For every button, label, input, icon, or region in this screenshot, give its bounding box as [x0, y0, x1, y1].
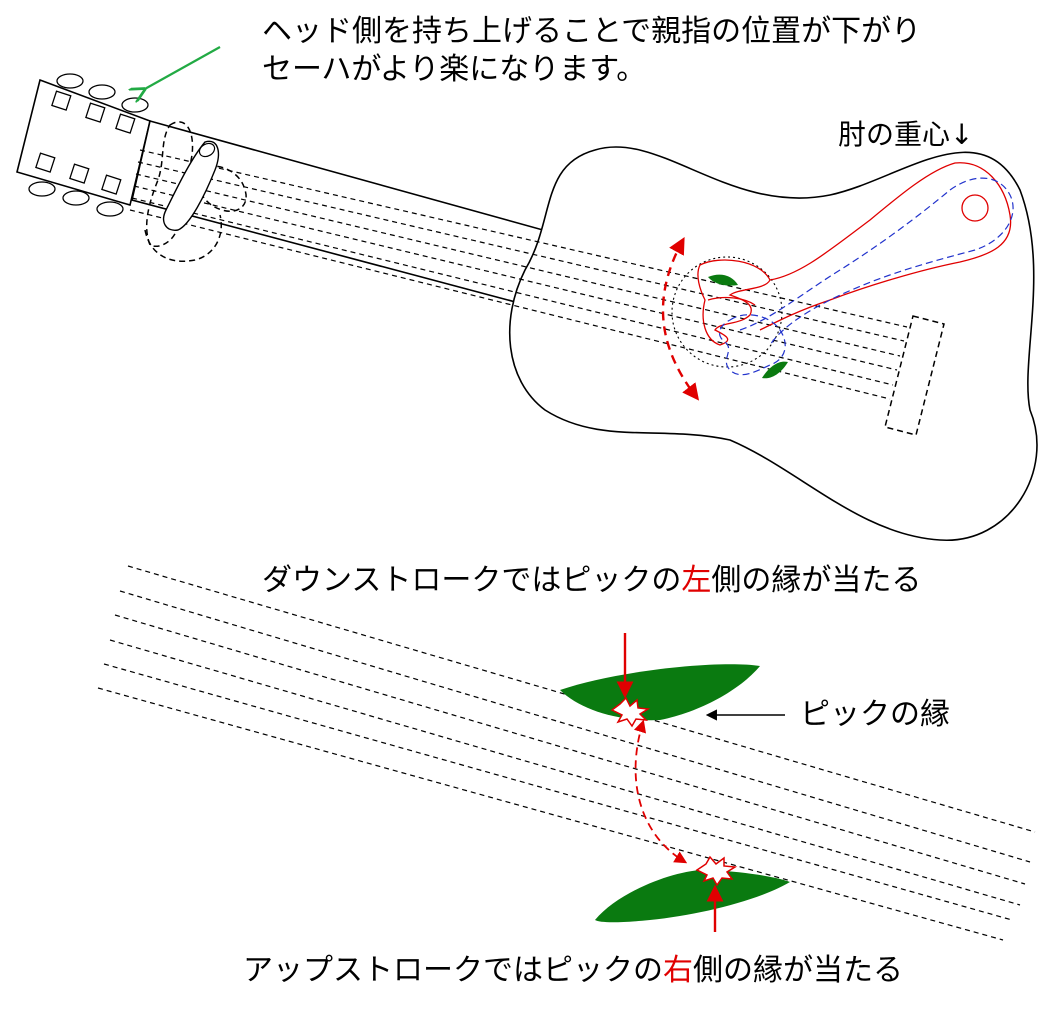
headstock: [16, 73, 151, 217]
bridge: [884, 315, 945, 436]
up-caption-suffix: 側の縁が当たる: [693, 953, 903, 988]
pick-down-stroke: [560, 664, 760, 721]
pick-motion-arrow: [633, 719, 688, 864]
thumb: [162, 140, 220, 231]
tuner-peg: [56, 73, 84, 89]
up-caption-prefix: アップストロークではピックの: [243, 953, 663, 988]
contact-spark-upper: [610, 696, 651, 728]
tuner-peg: [62, 190, 90, 206]
elbow-label: 肘の重心↓: [838, 118, 974, 151]
contact-spark-lower: [695, 855, 738, 887]
up-caption-accent: 右: [663, 953, 693, 988]
down-caption-accent: 左: [681, 563, 712, 598]
pick-lower: [762, 361, 788, 379]
pick-edge-label: ピックの縁: [800, 697, 950, 732]
strum-arrow: [661, 237, 700, 401]
down-caption-prefix: ダウンストロークではピックの: [262, 563, 682, 598]
tuner-peg: [121, 97, 149, 113]
guitar-body: [508, 146, 1038, 541]
picking-arm-blue: [718, 177, 1014, 376]
head-note-line2: セーハがより楽になります。: [262, 52, 647, 87]
pick-up-stroke: [595, 869, 790, 923]
pick-upper: [708, 274, 738, 286]
tuner-peg: [28, 181, 56, 197]
tuner-peg: [88, 84, 116, 100]
lower-strings: [97, 565, 1036, 941]
head-note-line1: ヘッド側を持ち上げることで親指の位置が下がり: [262, 14, 922, 49]
down-stroke-caption: ダウンストロークではピックの左側の縁が当たる: [262, 563, 921, 599]
up-stroke-caption: アップストロークではピックの右側の縁が当たる: [243, 953, 903, 989]
tuner-peg: [96, 201, 124, 217]
down-caption-suffix: 側の縁が当たる: [711, 563, 922, 598]
head-arrow: [143, 46, 221, 90]
